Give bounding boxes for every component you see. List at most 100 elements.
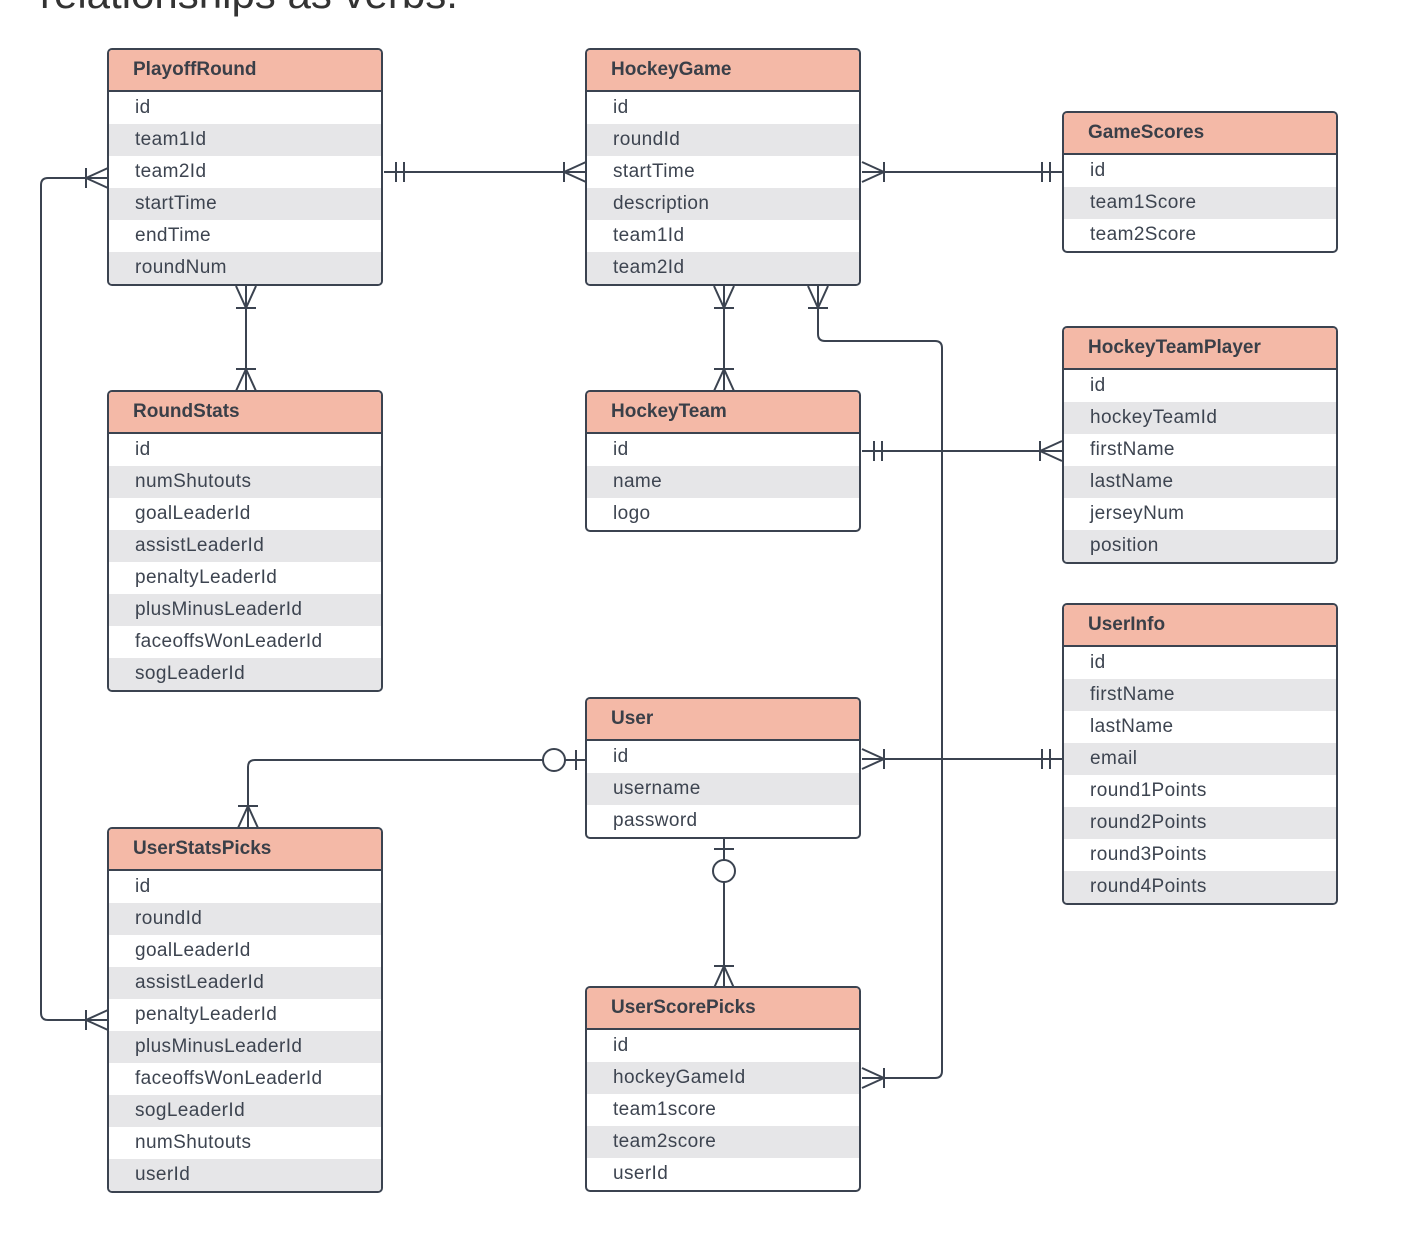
entity-field: numShutouts <box>135 1132 252 1153</box>
entity-field: userId <box>109 1159 381 1191</box>
entity-field: round1Points <box>1090 780 1207 801</box>
field-list: id numShutouts goalLeaderId assistLeaderId p… <box>109 434 381 690</box>
entity-title: User <box>587 699 859 741</box>
entity-field: id <box>1090 160 1106 181</box>
entity-field: roundNum <box>109 252 381 284</box>
entity-user[interactable]: User id username password <box>585 697 861 839</box>
entity-field: sogLeaderId <box>109 1095 381 1127</box>
entity-hockeyteamplayer[interactable]: HockeyTeamPlayer id hockeyTeamId firstName… <box>1062 326 1338 564</box>
entity-field: goalLeaderId <box>135 940 251 961</box>
field-list: id hockeyGameId team1score team2score userId <box>587 1030 859 1190</box>
entity-title: GameScores <box>1064 113 1336 155</box>
connector-playoffround-roundstats <box>235 285 257 392</box>
entity-field: assistLeaderId <box>109 530 381 562</box>
entity-field: penaltyLeaderId <box>135 567 278 588</box>
connector-hockeygame-gamescores <box>861 161 1062 183</box>
entity-title: RoundStats <box>109 392 381 434</box>
entity-field: team1Id <box>613 225 685 246</box>
entity-field: team2Score <box>1090 224 1197 245</box>
field-list: id name logo <box>587 434 859 530</box>
entity-field: id <box>135 439 151 460</box>
field-list: id firstName lastName email round1Points roun… <box>1064 647 1336 903</box>
field-list: id hockeyTeamId firstName lastName jerseyNum… <box>1064 370 1336 562</box>
entity-field: userId <box>613 1163 669 1184</box>
connector-hockeyteam-hockeyteamplayer <box>862 440 1063 462</box>
entity-field: roundId <box>109 903 381 935</box>
entity-field: roundId <box>587 124 859 156</box>
entity-field: id <box>613 1035 629 1056</box>
entity-field: logo <box>613 503 651 524</box>
page-heading: relationships as verbs. <box>40 0 458 18</box>
entity-field: round3Points <box>1090 844 1207 865</box>
entity-field: hockeyTeamId <box>1064 402 1336 434</box>
entity-field: jerseyNum <box>1090 503 1185 524</box>
entity-field: goalLeaderId <box>135 503 251 524</box>
field-list: id team1Score team2Score <box>1064 155 1336 251</box>
entity-field: id <box>1090 375 1106 396</box>
entity-field: description <box>587 188 859 220</box>
entity-field: assistLeaderId <box>109 967 381 999</box>
entity-gamescores[interactable]: GameScores id team1Score team2Score <box>1062 111 1338 253</box>
entity-field: startTime <box>613 161 696 182</box>
connector-user-userstatspicks <box>237 748 586 829</box>
entity-title: HockeyTeam <box>587 392 859 434</box>
entity-field: team1Id <box>109 124 381 156</box>
entity-field: firstName <box>1090 439 1175 460</box>
entity-field: lastName <box>1090 716 1174 737</box>
entity-field: team2score <box>587 1126 859 1158</box>
entity-title: HockeyGame <box>587 50 859 92</box>
field-list: id username password <box>587 741 859 837</box>
entity-field: endTime <box>135 225 212 246</box>
connector-user-userinfo <box>861 748 1062 770</box>
entity-field: team2Id <box>135 161 207 182</box>
entity-field: team2Id <box>587 252 859 284</box>
entity-field: username <box>587 773 859 805</box>
connector-playoffround-hockeygame <box>384 161 587 183</box>
entity-userinfo[interactable]: UserInfo id firstName lastName email round1P… <box>1062 603 1338 905</box>
entity-field: position <box>1064 530 1336 562</box>
entity-hockeyteam[interactable]: HockeyTeam id name logo <box>585 390 861 532</box>
entity-field: id <box>1090 652 1106 673</box>
entity-field: faceoffsWonLeaderId <box>135 1068 323 1089</box>
entity-field: numShutouts <box>109 466 381 498</box>
entity-field: round4Points <box>1064 871 1336 903</box>
entity-title: UserStatsPicks <box>109 829 381 871</box>
entity-field: id <box>613 439 629 460</box>
entity-roundstats[interactable]: RoundStats id numShutouts goalLeaderId assi… <box>107 390 383 692</box>
entity-field: id <box>135 876 151 897</box>
field-list: id team1Id team2Id startTime endTime roundNum <box>109 92 381 284</box>
entity-field: id <box>135 97 151 118</box>
field-list: id roundId startTime description team1Id team… <box>587 92 859 284</box>
entity-title: UserInfo <box>1064 605 1336 647</box>
entity-userscorepicks[interactable]: UserScorePicks id hockeyGameId team1score t… <box>585 986 861 1192</box>
entity-field: team1score <box>613 1099 717 1120</box>
entity-title: PlayoffRound <box>109 50 381 92</box>
entity-field: penaltyLeaderId <box>135 1004 278 1025</box>
entity-field: plusMinusLeaderId <box>109 1031 381 1063</box>
entity-userstatspicks[interactable]: UserStatsPicks id roundId goalLeaderId assi… <box>107 827 383 1193</box>
entity-field: email <box>1064 743 1336 775</box>
entity-field: startTime <box>109 188 381 220</box>
connector-hockeygame-userscorepicks <box>807 285 943 1089</box>
field-list: id roundId goalLeaderId assistLeaderId penal… <box>109 871 381 1191</box>
entity-field: hockeyGameId <box>587 1062 859 1094</box>
entity-field: sogLeaderId <box>109 658 381 690</box>
entity-title: UserScorePicks <box>587 988 859 1030</box>
entity-field: round2Points <box>1064 807 1336 839</box>
connector-user-userscorepicks <box>712 838 736 989</box>
entity-field: name <box>587 466 859 498</box>
connector-hockeygame-hockeyteam <box>713 285 735 392</box>
entity-field: password <box>613 810 698 831</box>
entity-field: id <box>613 746 629 767</box>
entity-title: HockeyTeamPlayer <box>1064 328 1336 370</box>
entity-field: lastName <box>1064 466 1336 498</box>
entity-playoffround[interactable]: PlayoffRound id team1Id team2Id startTime en… <box>107 48 383 286</box>
connector-playoffround-userstatspicks <box>40 167 109 1031</box>
entity-hockeygame[interactable]: HockeyGame id roundId startTime description… <box>585 48 861 286</box>
entity-field: team1Score <box>1064 187 1336 219</box>
entity-field: id <box>613 97 629 118</box>
entity-field: faceoffsWonLeaderId <box>135 631 323 652</box>
entity-field: plusMinusLeaderId <box>109 594 381 626</box>
entity-field: firstName <box>1064 679 1336 711</box>
